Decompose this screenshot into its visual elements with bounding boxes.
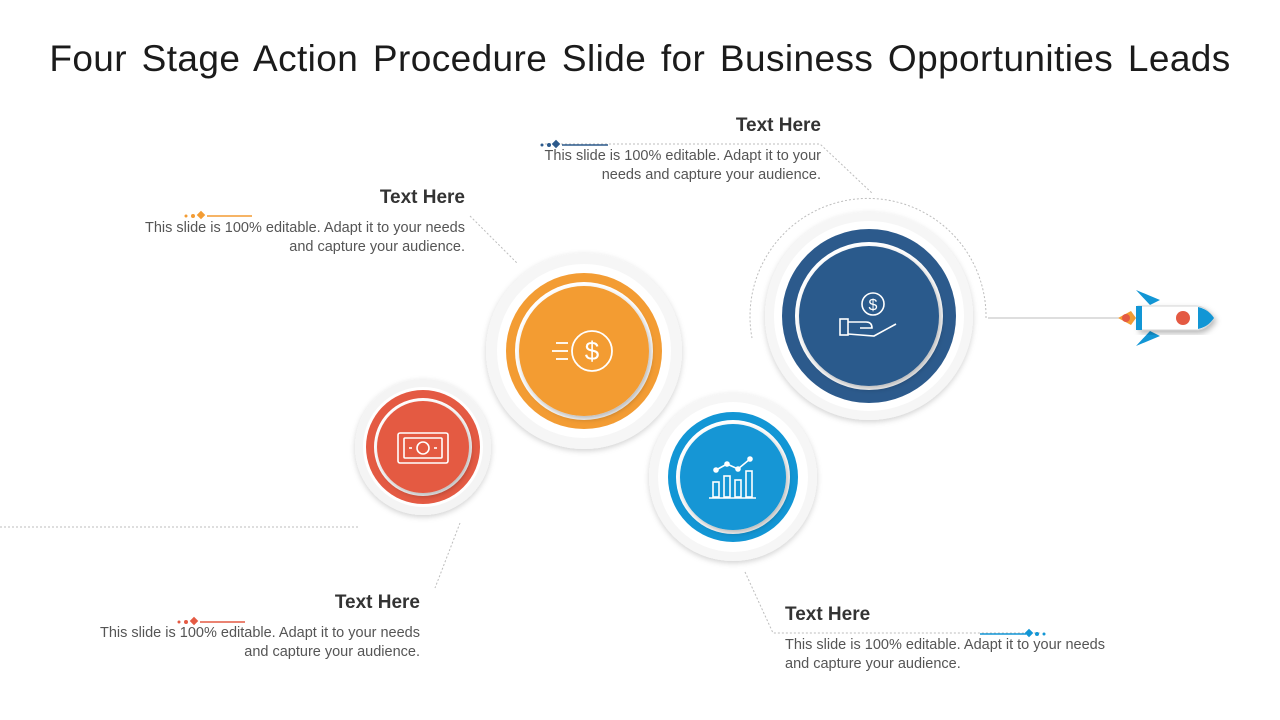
stage-2-description: This slide is 100% editable. Adapt it to… [145, 220, 465, 255]
outer-dotted-ring [749, 197, 987, 339]
marker-stage-3 [980, 628, 1046, 638]
stage-3-text-block: Text Here This slide is 100% editable. A… [785, 604, 1125, 674]
growth-chart-icon [709, 456, 756, 499]
rocket-icon [1118, 290, 1215, 346]
stage-2-heading: Text Here [379, 187, 465, 208]
banknote-icon [397, 432, 449, 464]
connector-stage-1 [0, 522, 461, 589]
stage-3-heading: Text Here [785, 604, 871, 625]
dollar-hand-icon: $ [839, 292, 897, 337]
stage-4-circle: $ [765, 212, 973, 420]
stage-3-circle [649, 393, 817, 561]
stage-1-circle [355, 379, 491, 515]
stage-4-description: This slide is 100% editable. Adapt it to… [544, 148, 821, 183]
connector-stage-2 [469, 215, 519, 265]
fast-dollar-coin-icon: $ [552, 330, 613, 372]
stage-1-text-block: Text Here This slide is 100% editable. A… [70, 592, 420, 662]
marker-stage-2 [184, 210, 252, 220]
connector-lines [0, 143, 1040, 634]
svg-text:$: $ [869, 297, 878, 314]
svg-text:$: $ [585, 336, 600, 366]
connector-stage-3 [744, 571, 1040, 634]
stage-4-text-block: Text Here This slide is 100% editable. A… [535, 115, 821, 185]
stage-1-description: This slide is 100% editable. Adapt it to… [100, 625, 420, 660]
stage-2-circle: $ [486, 253, 682, 449]
slide-title: Four Stage Action Procedure Slide for Bu… [49, 38, 1231, 79]
stage-4-heading: Text Here [735, 115, 821, 136]
stage-3-description: This slide is 100% editable. Adapt it to… [785, 637, 1105, 672]
stage-2-text-block: Text Here This slide is 100% editable. A… [115, 187, 465, 257]
stage-1-heading: Text Here [334, 592, 420, 613]
